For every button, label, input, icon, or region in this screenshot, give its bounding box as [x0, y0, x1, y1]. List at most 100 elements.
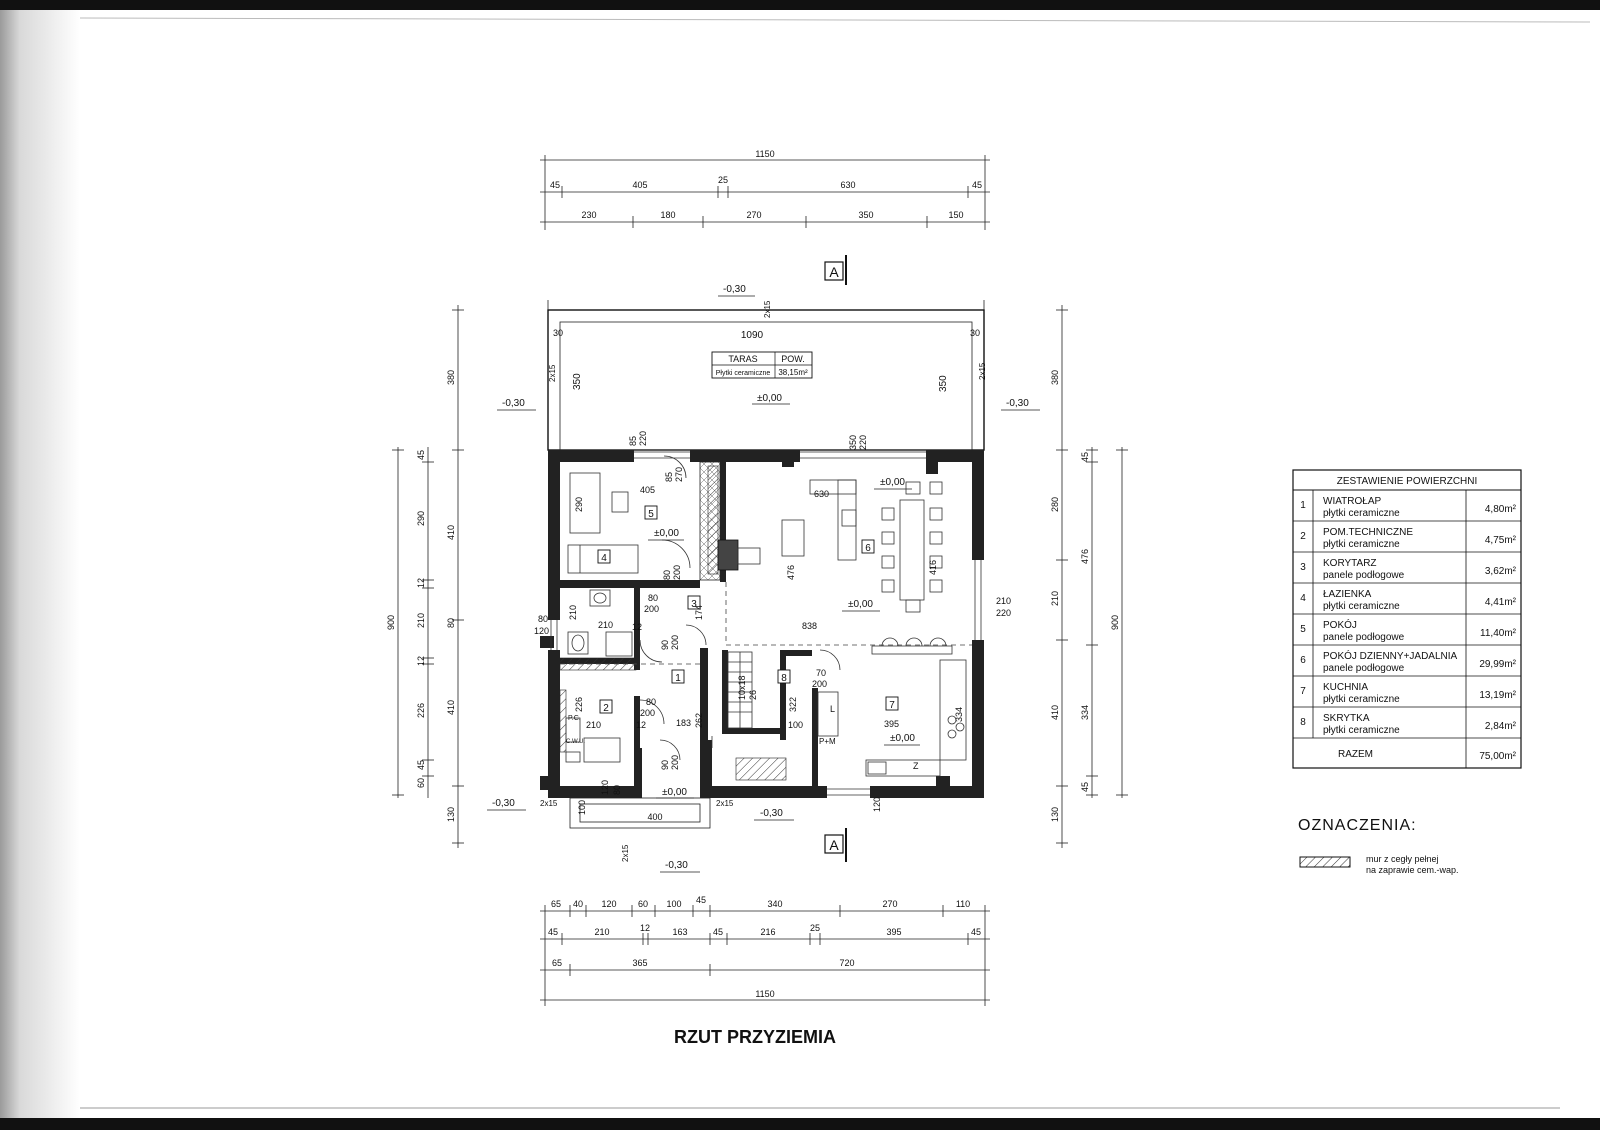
svg-text:KUCHNIA: KUCHNIA — [1323, 682, 1368, 693]
dim-bot-r2-6: 25 — [810, 923, 820, 933]
terrace-header-area: POW. — [781, 354, 805, 364]
room-number-3: 3 — [691, 599, 697, 610]
room-number-2: 2 — [603, 703, 609, 714]
table-row: 6 POKÓJ DZIENNY+JADALNIA panele podłogow… — [1300, 649, 1516, 674]
svg-text:8: 8 — [1300, 717, 1306, 728]
terrace-depth-left: 350 — [572, 373, 583, 390]
svg-text:11,40m²: 11,40m² — [1480, 628, 1517, 639]
dim-right-outer-3: 410 — [1050, 705, 1060, 720]
dim-top-r1-1: 405 — [632, 180, 647, 190]
dim-r7-334: 334 — [954, 707, 964, 722]
dim-top-r1-2: 25 — [718, 175, 728, 185]
dim-left-outer-1: 410 — [446, 525, 456, 540]
room-number-8: 8 — [781, 673, 787, 684]
dim-bot-r2-2: 12 — [640, 923, 650, 933]
interior-levels: ±0,00 ±0,00 ±0,00 ±0,00 — [648, 477, 920, 746]
dim-left-outer-0: 380 — [446, 370, 456, 385]
dim-right-outer-1: 280 — [1050, 497, 1060, 512]
entry-depth: 100 — [577, 800, 587, 815]
legend-item-line2: na zaprawie cem.-wap. — [1366, 865, 1459, 875]
scan-border-bottom — [0, 1118, 1600, 1130]
dim-top-r2-4: 150 — [948, 210, 963, 220]
dim-left-inner-5: 226 — [416, 703, 426, 718]
svg-text:2,84m²: 2,84m² — [1485, 721, 1517, 732]
dim-win-left-80: 80 — [538, 614, 548, 624]
dim-bot-r1-8: 110 — [956, 899, 970, 909]
dim-left-inner-3: 210 — [416, 613, 426, 628]
dim-win-right-210: 210 — [996, 596, 1011, 606]
dim-top-r1-4: 45 — [972, 180, 982, 190]
terrace-header-name: TARAS — [728, 354, 757, 364]
dim-living-838: 838 — [802, 621, 817, 631]
dim-top-r2-0: 230 — [581, 210, 596, 220]
dim-living-416: 416 — [928, 560, 938, 575]
dim-r8-322: 322 — [788, 697, 798, 712]
dim-bot-r2-7: 395 — [886, 927, 901, 937]
svg-text:płytki ceramiczne: płytki ceramiczne — [1323, 539, 1400, 550]
dim-r1-262: 262 — [694, 713, 704, 728]
dimensions-top: 1150 45 405 25 630 45 230 180 270 350 15… — [540, 149, 990, 230]
dim-door-120: 120 — [600, 780, 610, 795]
dim-r5-height: 290 — [574, 497, 584, 512]
dim-bot-r2-4: 45 — [713, 927, 723, 937]
dim-r2-210: 210 — [586, 720, 601, 730]
table-row: 2 POM.TECHNICZNE płytki ceramiczne 4,75m… — [1300, 527, 1516, 550]
dim-right-total: 900 — [1110, 615, 1120, 630]
svg-text:29,99m²: 29,99m² — [1479, 659, 1516, 670]
table-total-area: 75,00m² — [1479, 751, 1516, 762]
level-outside-left: -0,30 — [502, 398, 525, 409]
dim-bot-r1-2: 120 — [601, 899, 616, 909]
dim-door-90-entry: 90 — [660, 760, 670, 770]
svg-text:panele podłogowe: panele podłogowe — [1323, 663, 1405, 674]
kitchen-z-mark: Z — [913, 761, 919, 771]
level-room6-top: ±0,00 — [880, 477, 905, 488]
dim-top-r2-2: 270 — [746, 210, 761, 220]
terrace-area: 38,15m² — [778, 368, 808, 377]
dim-bot-r3-2: 720 — [839, 958, 854, 968]
dim-bot-r2-5: 216 — [760, 927, 775, 937]
room-number-1: 1 — [675, 673, 681, 684]
dim-right-inner-0: 45 — [1080, 452, 1090, 462]
dim-door-200-r8: 200 — [812, 679, 827, 689]
legend-title: OZNACZENIA: — [1298, 817, 1417, 834]
dim-bot-r1-3: 60 — [638, 899, 648, 909]
dim-r1-183: 183 — [676, 718, 691, 728]
label-pm: P+M — [819, 737, 836, 746]
dim-door-200-r3: 200 — [670, 635, 680, 650]
table-row: 1 WIATROŁAP płytki ceramiczne 4,80m² — [1300, 496, 1516, 519]
svg-text:WIATROŁAP: WIATROŁAP — [1323, 496, 1381, 507]
room-number-6: 6 — [865, 543, 871, 554]
level-outside-bl: -0,30 — [492, 798, 515, 809]
dim-win-right-220: 220 — [996, 608, 1011, 618]
step-note-right: 2x15 — [978, 362, 987, 380]
dim-r2-12: 12 — [636, 720, 646, 730]
dim-r3-174: 174 — [694, 605, 704, 620]
dim-door-r5: 85 — [664, 472, 674, 482]
svg-text:KORYTARZ: KORYTARZ — [1323, 558, 1377, 569]
table-total-row: RAZEM 75,00m² — [1338, 749, 1517, 762]
dim-living-width: 630 — [814, 489, 829, 499]
step-note-bl: 2x15 — [540, 799, 558, 808]
dim-living-476: 476 — [786, 565, 796, 580]
level-terrace: ±0,00 — [757, 393, 782, 404]
terrace-edge-right: 30 — [970, 328, 980, 338]
table-title: ZESTAWIENIE POWIERZCHNI — [1337, 476, 1478, 487]
dim-bot-r2-0: 45 — [548, 927, 558, 937]
level-outside-bottom: -0,30 — [665, 860, 688, 871]
dim-window-living: 350 — [848, 435, 858, 450]
svg-text:3: 3 — [1300, 562, 1306, 573]
step-note-left: 2x15 — [548, 364, 557, 382]
dim-left-mid-0: 80 — [446, 618, 456, 628]
legend-brick-swatch — [1299, 856, 1351, 868]
room-number-7: 7 — [889, 700, 895, 711]
drawing-title: RZUT PRZYZIEMIA — [674, 1027, 836, 1047]
page-edge-line-top — [79, 17, 1591, 23]
terrace-depth-right: 350 — [938, 375, 949, 392]
dim-r7-395: 395 — [884, 719, 899, 729]
dim-right-outer-2: 210 — [1050, 591, 1060, 606]
svg-text:4,41m²: 4,41m² — [1485, 597, 1517, 608]
table-row: 4 ŁAZIENKA płytki ceramiczne 4,41m² — [1300, 589, 1516, 612]
dimensions-bottom: 65 40 120 60 100 45 340 270 110 45 210 1… — [540, 895, 990, 1006]
svg-text:płytki ceramiczne: płytki ceramiczne — [1323, 694, 1400, 705]
